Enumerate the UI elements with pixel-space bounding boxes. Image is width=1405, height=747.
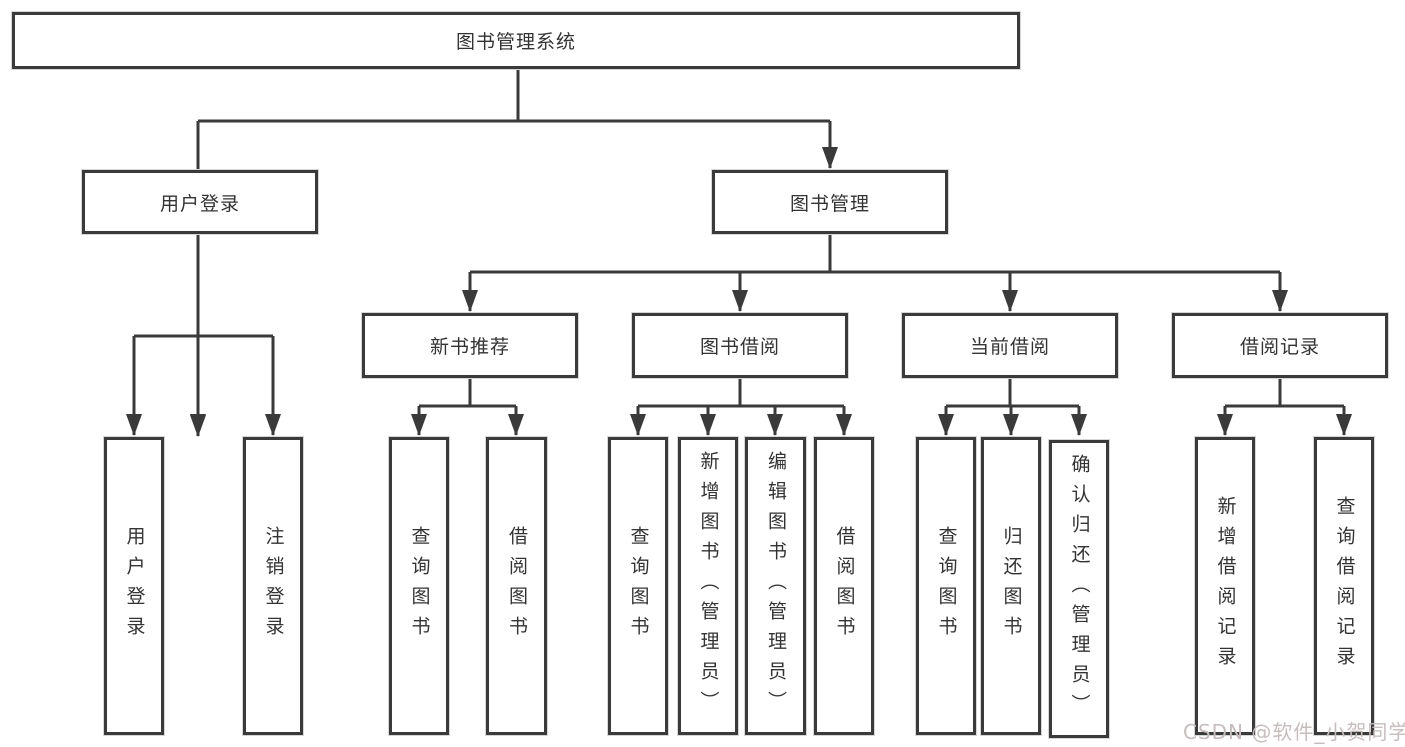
leaf-borrow-books: 借阅图书 <box>814 437 874 735</box>
edges-book-management <box>462 233 1288 312</box>
node-book-management: 图书管理 <box>712 170 948 234</box>
watermark: CSDN @软件_小贺同学 <box>1183 720 1405 744</box>
edges-new-book-recommend <box>411 378 524 436</box>
leaf-return-book: 归还图书 <box>981 437 1041 735</box>
leaf-user-login: 用户登录 <box>104 437 164 735</box>
edges-current-borrow <box>938 378 1087 436</box>
leaf-edit-book-admin: 编辑图书（管理员） <box>745 437 806 735</box>
node-user-login: 用户登录 <box>82 170 318 234</box>
edges-root <box>190 68 838 437</box>
edges-user-login <box>126 233 281 436</box>
leaf-query-books-borrow: 查询图书 <box>608 437 668 735</box>
leaf-add-borrow-record: 新增借阅记录 <box>1195 437 1255 735</box>
leaf-query-books-current: 查询图书 <box>916 437 976 735</box>
node-borrow-records: 借阅记录 <box>1172 313 1388 378</box>
leaf-query-borrow-record: 查询借阅记录 <box>1314 437 1374 735</box>
node-root: 图书管理系统 <box>12 12 1020 69</box>
node-book-borrow: 图书借阅 <box>632 313 848 378</box>
leaf-query-books-recommend: 查询图书 <box>389 437 449 735</box>
leaf-borrow-books-recommend: 借阅图书 <box>486 437 547 735</box>
node-new-book-recommend: 新书推荐 <box>362 313 578 378</box>
leaf-confirm-return-admin: 确认归还（管理员） <box>1049 440 1109 738</box>
leaf-logout: 注销登录 <box>243 437 303 735</box>
edges-borrow-records <box>1217 378 1352 436</box>
node-current-borrow: 当前借阅 <box>902 313 1118 378</box>
leaf-add-book-admin: 新增图书（管理员） <box>678 437 738 735</box>
edges-book-borrow <box>630 378 852 436</box>
